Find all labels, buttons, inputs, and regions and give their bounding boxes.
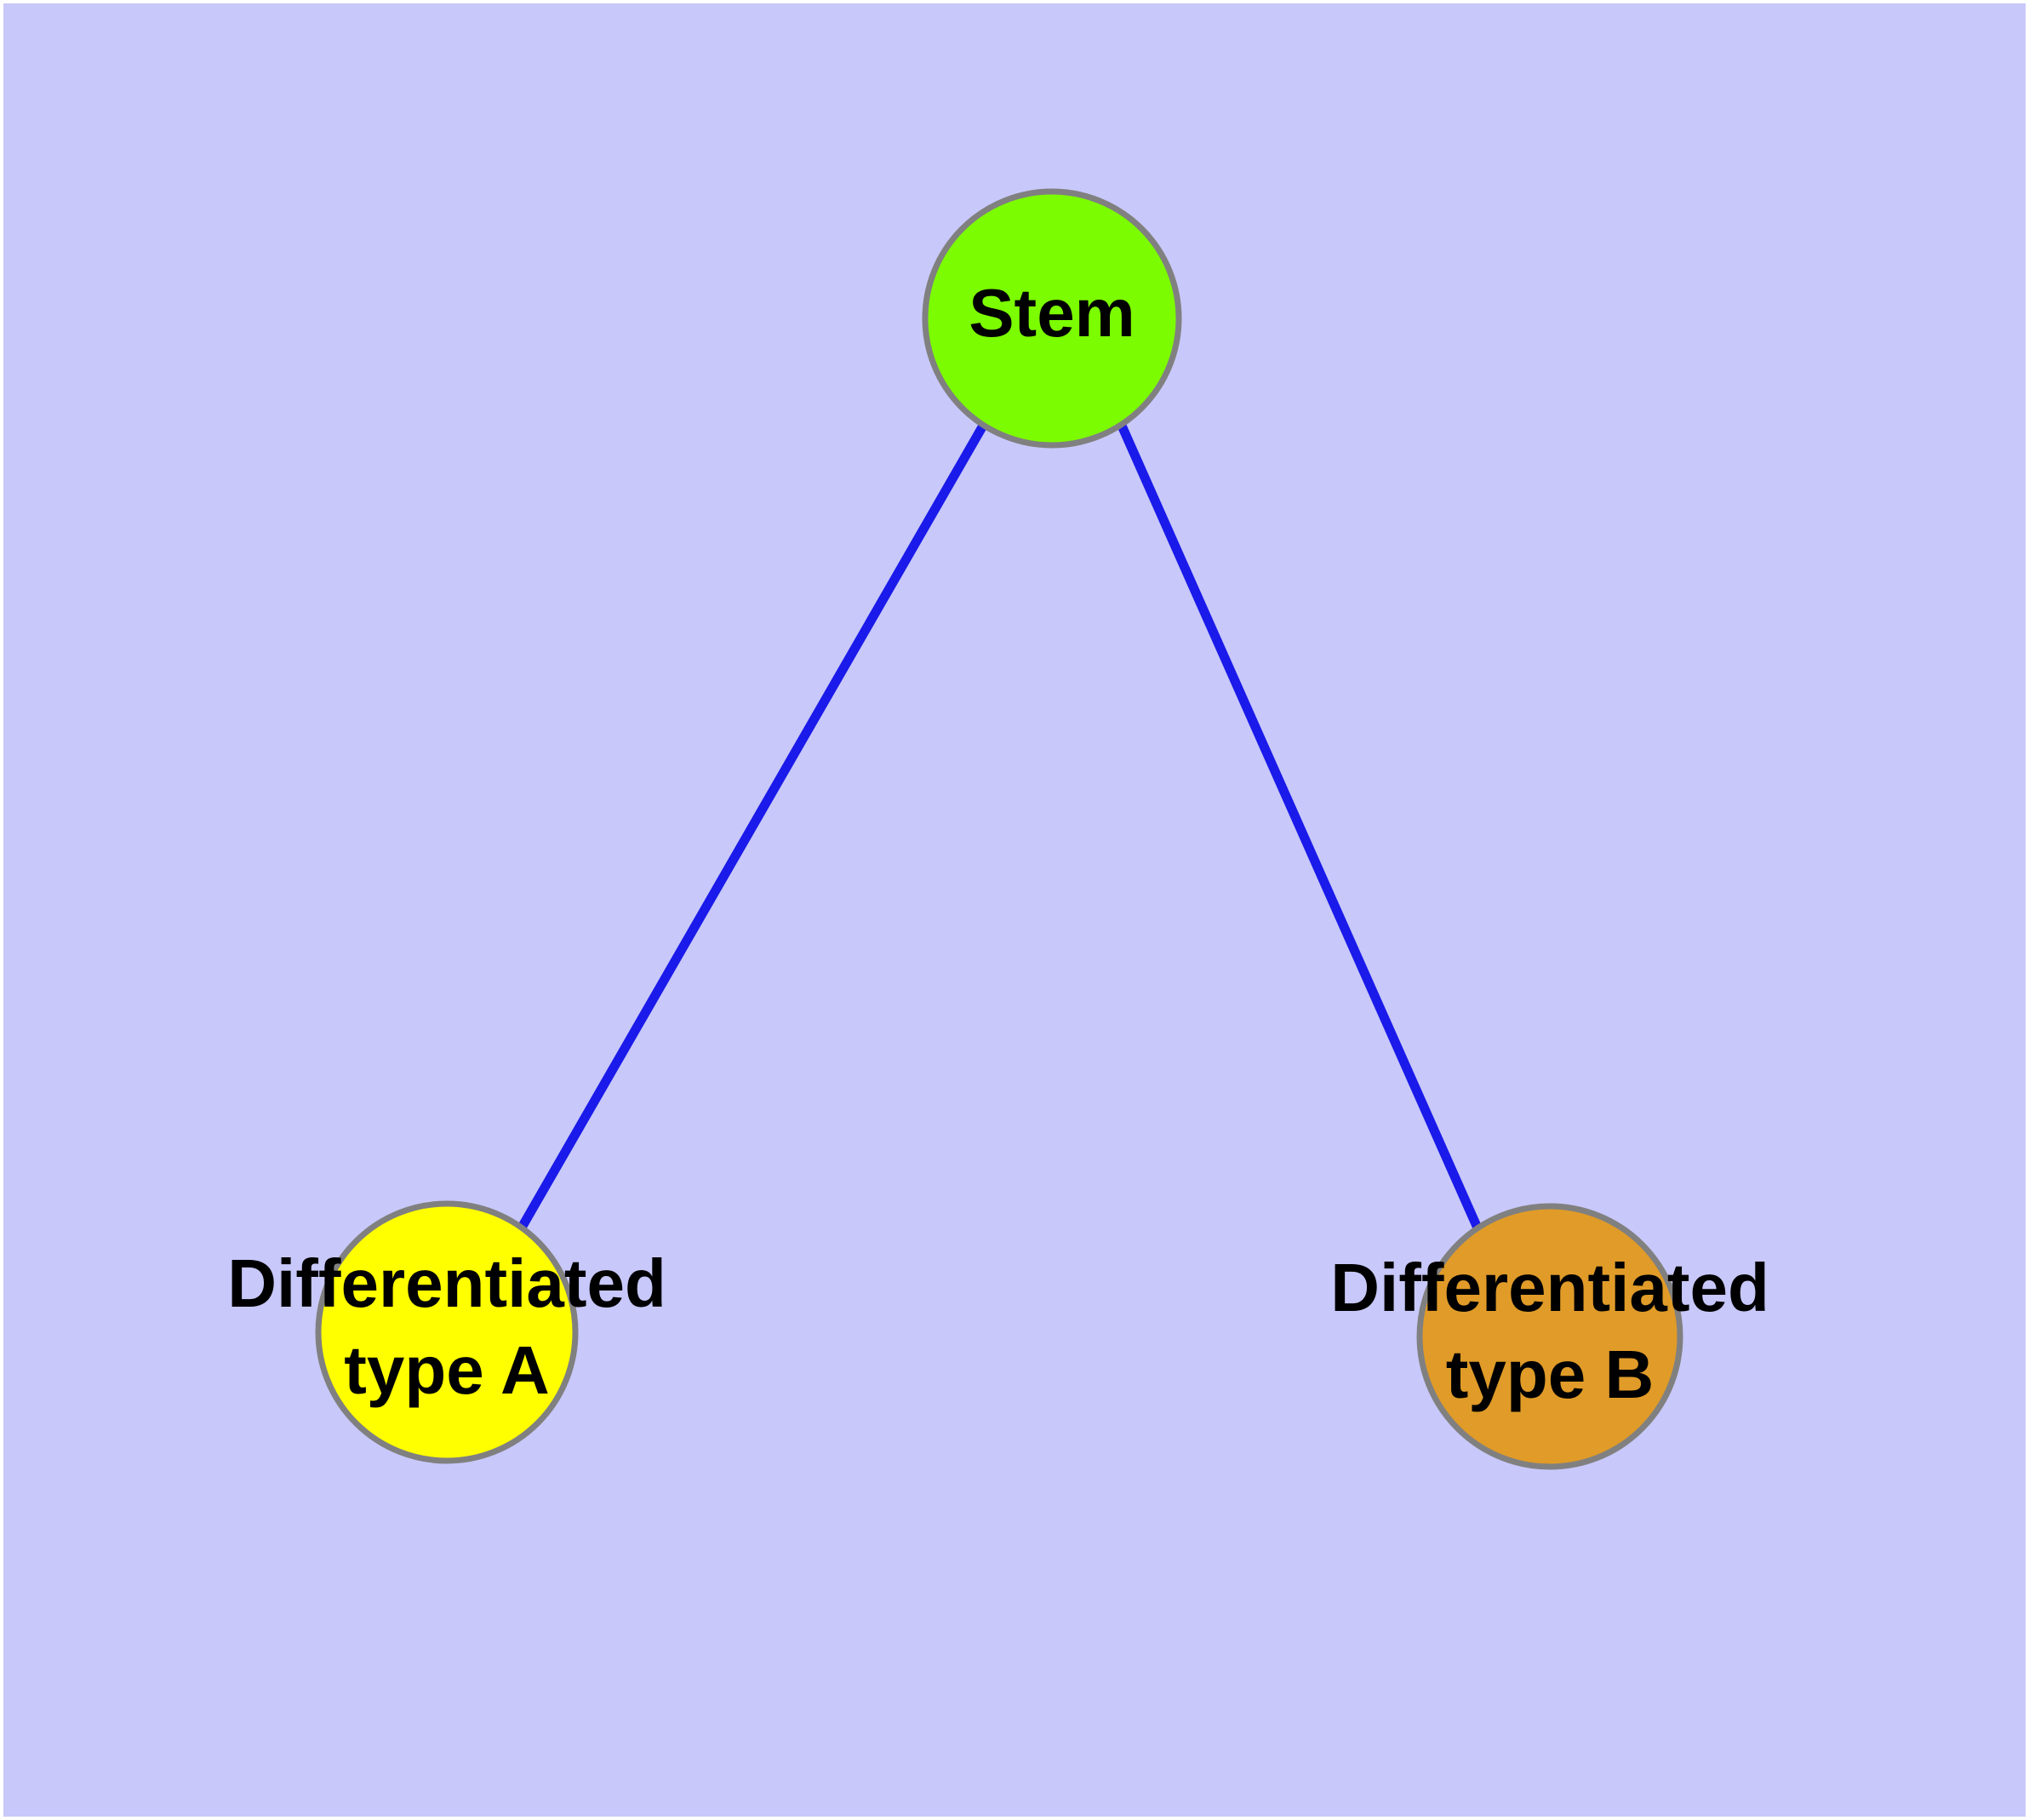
node-diff-a[interactable]: Differentiated type A — [227, 1200, 666, 1464]
node-circle-diff-b[interactable] — [1416, 1203, 1683, 1470]
node-label-line: Differentiated — [1330, 1250, 1769, 1325]
node-circle-diff-a[interactable] — [315, 1200, 579, 1464]
node-label-diff-b: Differentiated type B — [1330, 1250, 1769, 1412]
edges-layer — [517, 423, 1484, 1234]
node-circle-stem[interactable] — [922, 188, 1182, 449]
node-label-line: Stem — [969, 275, 1135, 351]
node-label-line: Differentiated — [227, 1245, 666, 1321]
node-label-stem: Stem — [969, 275, 1135, 351]
node-label-line: type B — [1446, 1336, 1655, 1412]
edge-stem-to-diff-a[interactable] — [517, 423, 987, 1230]
node-label-line: type A — [344, 1332, 550, 1408]
edge-stem-to-diff-b[interactable] — [1117, 423, 1484, 1234]
node-label-diff-a: Differentiated type A — [227, 1245, 666, 1408]
node-stem[interactable]: Stem — [922, 188, 1182, 449]
node-diff-b[interactable]: Differentiated type B — [1330, 1203, 1769, 1470]
